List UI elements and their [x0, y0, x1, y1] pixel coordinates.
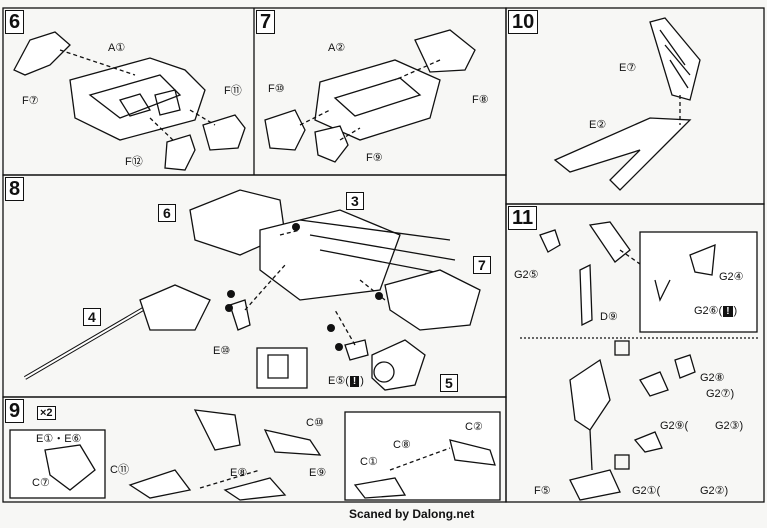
part-label-e9: E⑨	[309, 467, 327, 479]
part-label-f9: F⑨	[366, 152, 383, 164]
panel-frame-11	[505, 203, 765, 503]
part-label-g26: G2⑥(!)	[694, 305, 738, 317]
part-label-c8: C⑧	[393, 439, 411, 451]
part-label-f12: F⑫	[125, 156, 143, 168]
step6-body-illustration	[13, 31, 246, 171]
part-label-e10: E⑩	[213, 345, 231, 357]
step-number-9: 9	[5, 399, 25, 423]
step11-upper-illustration	[539, 221, 758, 333]
step10-stand-illustration	[553, 17, 701, 191]
part-label-f11: F⑪	[224, 85, 242, 97]
part-label-f5: F⑤	[534, 485, 551, 497]
part-label-g24: G2④	[719, 271, 744, 283]
step-number-10: 10	[508, 10, 539, 34]
part-label-g22: G2②)	[700, 485, 729, 497]
panel-frame-9	[2, 396, 507, 503]
part-label-g27: G2⑦)	[706, 388, 735, 400]
part-label-e7: E⑦	[619, 62, 637, 74]
step-number-8: 8	[5, 177, 25, 201]
ref-box-4: 4	[83, 308, 101, 326]
part-label-e5: E⑤(!)	[328, 375, 364, 387]
part-label-e8: E⑧	[230, 467, 248, 479]
part-label-c10: C⑩	[306, 417, 324, 429]
step8-assembly-illustration	[23, 189, 481, 391]
part-label-d9: D⑨	[600, 311, 618, 323]
step8-circle-markers	[225, 223, 383, 351]
part-label-g25: G2⑤	[514, 269, 539, 281]
multiplier-badge: ×2	[37, 406, 56, 420]
part-label-c7: C⑦	[32, 477, 50, 489]
ref-box-7: 7	[473, 256, 491, 274]
step9-illustration	[9, 409, 501, 501]
warning-icon: !	[349, 376, 360, 387]
part-label-c1: C①	[360, 456, 378, 468]
warning-icon: !	[723, 306, 733, 317]
part-label-c11: C⑪	[110, 464, 129, 476]
step11-lower-illustration	[520, 337, 760, 501]
step-number-7: 7	[256, 10, 276, 34]
part-label-f7: F⑦	[22, 95, 39, 107]
part-label-g29: G2⑨(	[660, 420, 689, 432]
part-label-e5-text: E⑤(	[328, 375, 349, 387]
part-label-f10: F⑩	[268, 83, 285, 95]
part-label-e1-e6: E①・E⑥	[36, 433, 82, 445]
ref-box-3: 3	[346, 192, 364, 210]
part-label-g26-text: G2⑥(	[694, 305, 723, 317]
part-label-g28: G2⑧	[700, 372, 725, 384]
part-label-g23: G2③)	[715, 420, 744, 432]
ref-box-6: 6	[158, 204, 176, 222]
part-label-g21: G2①(	[632, 485, 661, 497]
step-number-11: 11	[508, 206, 538, 230]
step7-body-illustration	[264, 29, 476, 163]
ref-box-5: 5	[440, 374, 458, 392]
part-label-e2: E②	[589, 119, 607, 131]
part-label-f8: F⑧	[472, 94, 489, 106]
step-number-6: 6	[5, 10, 25, 34]
part-label-a2: A②	[328, 42, 346, 54]
part-label-a1: A①	[108, 42, 126, 54]
scan-credit: Scaned by Dalong.net	[349, 507, 475, 521]
part-label-c2: C②	[465, 421, 483, 433]
